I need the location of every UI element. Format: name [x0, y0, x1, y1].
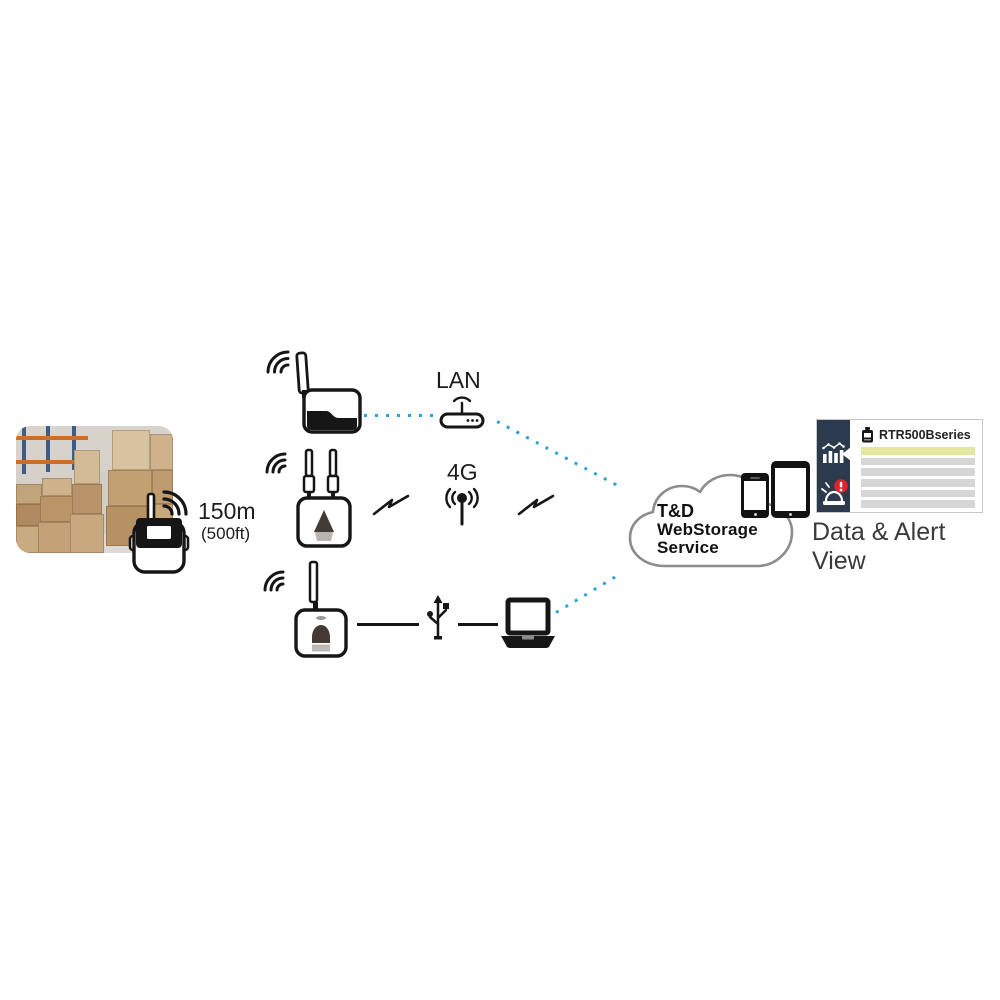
range-label: 150m	[198, 498, 256, 524]
device-icon	[862, 426, 873, 442]
app-card-title: RTR500Bseries	[879, 427, 971, 442]
cellular-label: 4G	[447, 459, 478, 485]
dotted-link-usb-cloud	[555, 572, 622, 614]
data-row	[861, 489, 975, 498]
base-station-icon	[266, 350, 362, 434]
usb-icon	[427, 595, 449, 640]
data-row	[861, 468, 975, 476]
wireless-waves-icon	[265, 452, 287, 474]
selected-pointer	[842, 447, 851, 461]
zigzag-icon	[517, 494, 555, 516]
graph-icon	[822, 442, 845, 463]
dotted-link-lan-cloud	[496, 420, 622, 489]
logger-icon	[128, 490, 190, 574]
app-card: RTR500Bseries	[816, 419, 983, 513]
app-card-header: RTR500Bseries	[861, 426, 975, 443]
cloud-line1: T&D	[657, 501, 694, 521]
base-station-icon	[263, 560, 348, 658]
usb-cable-line	[458, 623, 498, 626]
usb-cable-line	[357, 623, 419, 626]
caption-text: Data & Alert View	[812, 518, 946, 575]
dotted-link-lan	[364, 414, 436, 417]
phone-icon	[741, 473, 769, 518]
range-sublabel: (500ft)	[201, 524, 251, 543]
wireless-waves-icon	[266, 350, 290, 374]
base-station-icon	[265, 448, 352, 548]
alarm-icon	[821, 479, 848, 505]
data-row	[861, 500, 975, 508]
zigzag-icon	[372, 494, 410, 516]
cloud-service-name: T&D WebStorage Service	[657, 501, 758, 558]
data-rows	[861, 447, 975, 508]
cloud-line3: Service	[657, 538, 719, 558]
tablet-icon	[771, 461, 810, 518]
app-card-sidebar	[817, 420, 850, 512]
cellular-antenna-icon	[445, 487, 479, 526]
app-card-main: RTR500Bseries	[850, 420, 982, 512]
lan-label: LAN	[436, 367, 481, 393]
data-row	[861, 457, 975, 466]
laptop-icon	[501, 597, 555, 648]
data-row-highlight	[861, 447, 975, 455]
cloud-line2: WebStorage	[657, 520, 758, 540]
wireless-waves-icon	[263, 570, 285, 592]
router-icon	[439, 396, 485, 429]
data-row	[861, 479, 975, 487]
wireless-waves-icon	[162, 490, 188, 516]
